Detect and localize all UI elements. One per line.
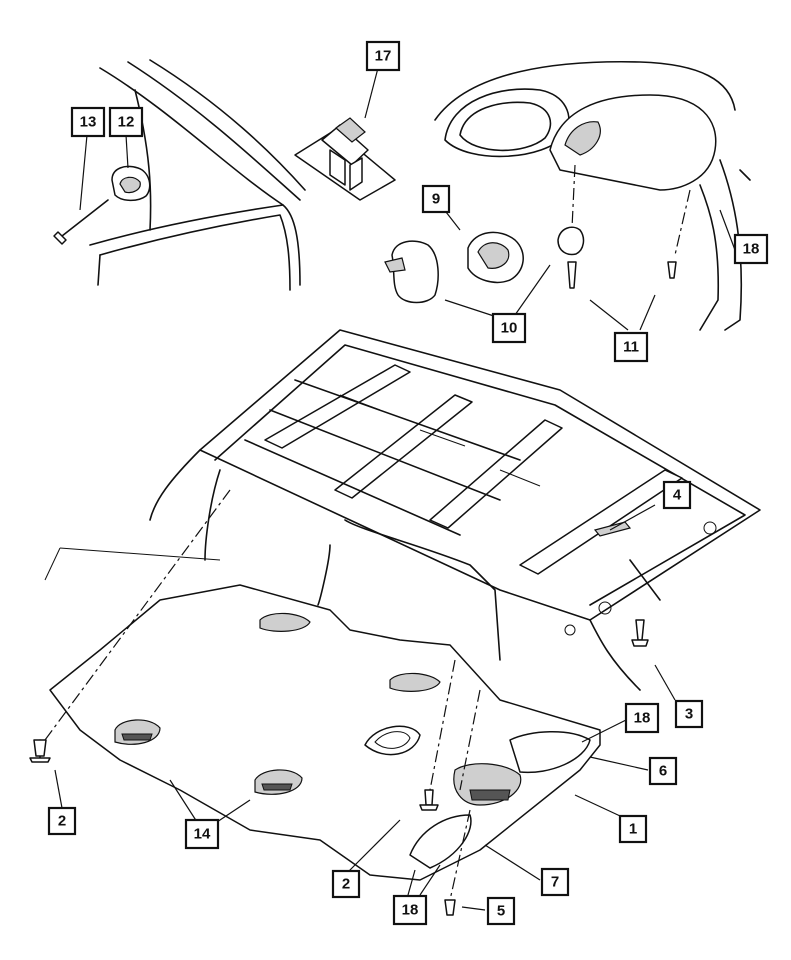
part-12-clip: [111, 165, 151, 202]
callout-17: 17: [365, 40, 401, 72]
part-9-bracket: [467, 231, 524, 284]
callout-11: 11: [613, 331, 649, 363]
callout-10-label: 10: [501, 320, 518, 337]
callout-2-left-label: 2: [58, 813, 66, 830]
callout-13-label: 13: [80, 114, 97, 131]
callout-3: 3: [674, 699, 704, 729]
callout-5: 5: [486, 896, 516, 926]
callout-7-label: 7: [551, 874, 559, 891]
callout-2-left: 2: [47, 806, 77, 836]
roof-structure: [149, 329, 761, 691]
visor-inset: [434, 60, 751, 331]
callout-10: 10: [491, 312, 527, 344]
callout-1-label: 1: [629, 821, 637, 838]
callout-11-label: 11: [623, 339, 639, 356]
callout-3-label: 3: [685, 706, 693, 723]
callout-18-mid: 18: [624, 702, 660, 734]
callout-18-right-label: 18: [743, 241, 760, 258]
callout-5-label: 5: [497, 903, 505, 920]
callout-2-bottom: 2: [331, 869, 361, 899]
callout-13: 13: [70, 106, 106, 138]
part-10-hook: [384, 240, 439, 304]
callout-9-label: 9: [432, 191, 440, 208]
callout-18-mid-label: 18: [634, 710, 651, 727]
fasteners: [29, 619, 649, 916]
callout-6-label: 6: [659, 763, 667, 780]
callout-18-bottom-label: 18: [402, 902, 419, 919]
headliner-panel: [49, 584, 601, 881]
callout-14: 14: [184, 818, 220, 850]
callout-9: 9: [421, 184, 451, 214]
callout-2-bottom-label: 2: [342, 876, 350, 893]
callout-7: 7: [540, 867, 570, 897]
callout-12: 12: [108, 106, 144, 138]
alignment-lines: [44, 489, 481, 901]
callout-1: 1: [618, 814, 648, 844]
part-11-clip: [557, 164, 691, 289]
callout-6: 6: [648, 756, 678, 786]
callout-12-label: 12: [118, 114, 135, 131]
callout-4: 4: [662, 480, 692, 510]
callout-17-label: 17: [375, 48, 392, 65]
callout-14-label: 14: [194, 826, 211, 843]
part-17-retainer: [294, 117, 396, 201]
callout-18-right: 18: [733, 233, 769, 265]
callout-18-bottom: 18: [392, 894, 428, 926]
callout-4-label: 4: [673, 487, 682, 504]
part-13-screw: [53, 199, 109, 245]
